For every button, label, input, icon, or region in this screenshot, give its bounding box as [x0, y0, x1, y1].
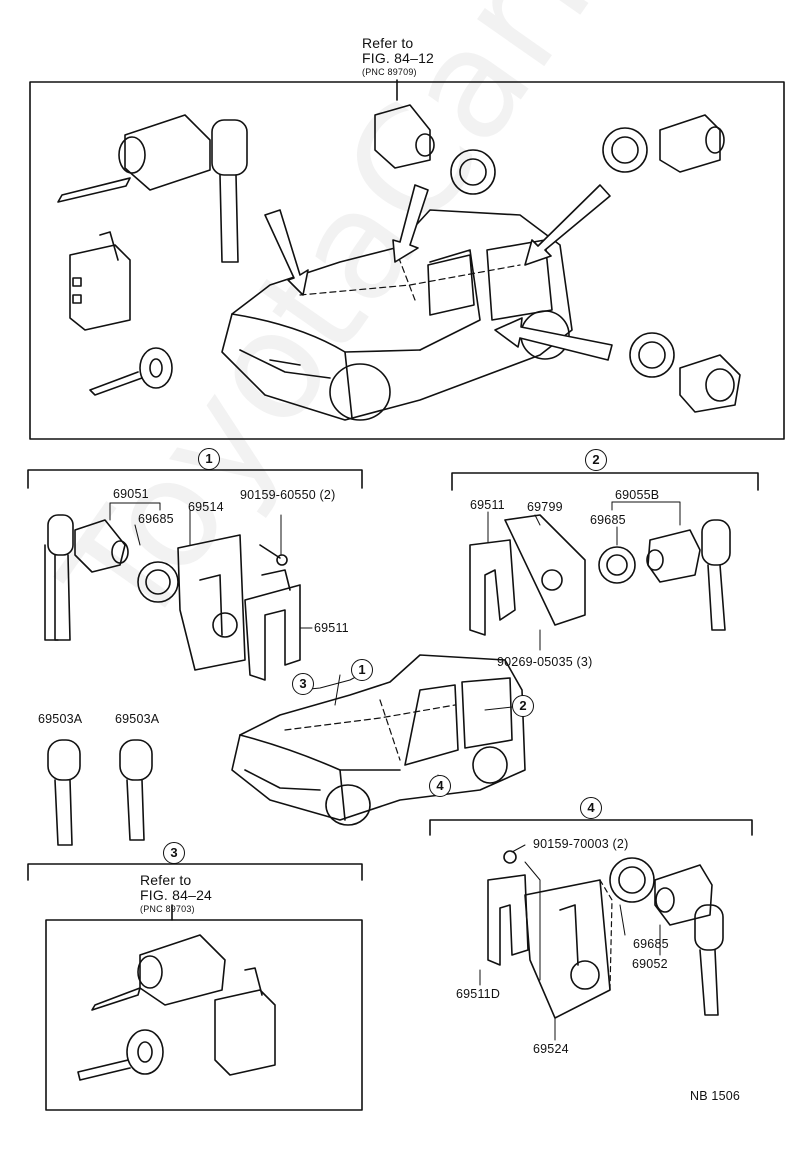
- center-car-outline: [231, 654, 526, 826]
- part-label: 69511D: [456, 987, 501, 1001]
- top-right-lock: [602, 114, 725, 173]
- section3-frame: [45, 919, 363, 1111]
- part-label: 69799: [527, 500, 563, 514]
- section1-bracket: [27, 469, 363, 489]
- top-overview-frame: [29, 81, 785, 440]
- section2-parts: [469, 514, 731, 636]
- section4-leaders: [479, 844, 661, 1041]
- part-label: 69524: [533, 1042, 569, 1056]
- part-label: 90159-60550 (2): [240, 488, 336, 502]
- top-key: [89, 347, 173, 396]
- part-label: 90269-05035 (3): [497, 655, 593, 669]
- part-label: 69052: [632, 957, 668, 971]
- keys-pair: [47, 739, 153, 846]
- section3-ref-line1: Refer to: [140, 872, 192, 888]
- section2-bracket: [451, 472, 759, 491]
- top-car-outline: [221, 209, 573, 421]
- key-label-right: 69503A: [115, 712, 160, 726]
- top-car-dashes: [299, 247, 521, 301]
- part-label: 69685: [590, 513, 626, 527]
- section3-marker: 3: [163, 842, 185, 864]
- top-ref-line3: (PNC 89709): [362, 67, 417, 77]
- section4-marker: 4: [580, 797, 602, 819]
- section1-parts: [44, 514, 301, 681]
- part-label: 69685: [633, 937, 669, 951]
- center-car-dashes: [284, 699, 456, 761]
- center-marker-2: 2: [512, 695, 534, 717]
- part-label: 69055B: [615, 488, 660, 502]
- part-label: 69511: [314, 621, 349, 635]
- part-label: 90159-70003 (2): [533, 837, 629, 851]
- top-ignition-cylinder: [57, 114, 248, 263]
- section3-bracket: [27, 863, 363, 881]
- part-label: 69051: [113, 487, 149, 501]
- top-center-lock: [374, 104, 496, 195]
- section3-ref-line3: (PNC 89703): [140, 904, 195, 914]
- center-marker-3: 3: [292, 673, 314, 695]
- section2-leaders: [487, 501, 681, 651]
- top-ecu: [69, 231, 131, 331]
- section3-ref-line2: FIG. 84–24: [140, 887, 213, 903]
- section4-bracket: [429, 819, 753, 836]
- top-ref-line2: FIG. 84–12: [362, 50, 435, 66]
- center-marker-4: 4: [429, 775, 451, 797]
- part-label: 69511: [470, 498, 505, 512]
- top-ref-line1: Refer to: [362, 35, 414, 51]
- section4-parts: [487, 850, 724, 1019]
- section1-leaders: [109, 502, 313, 629]
- figure-code: NB 1506: [690, 1089, 741, 1103]
- section1-marker: 1: [198, 448, 220, 470]
- key-label-left: 69503A: [38, 712, 83, 726]
- top-arrows: [264, 184, 613, 361]
- center-car-leaders: [299, 671, 513, 791]
- part-label: 69685: [138, 512, 174, 526]
- center-marker-1: 1: [351, 659, 373, 681]
- top-rear-lock: [629, 332, 741, 413]
- section4-dashes: [599, 879, 613, 991]
- section2-marker: 2: [585, 449, 607, 471]
- part-label: 69514: [188, 500, 224, 514]
- section3-parts: [77, 934, 276, 1081]
